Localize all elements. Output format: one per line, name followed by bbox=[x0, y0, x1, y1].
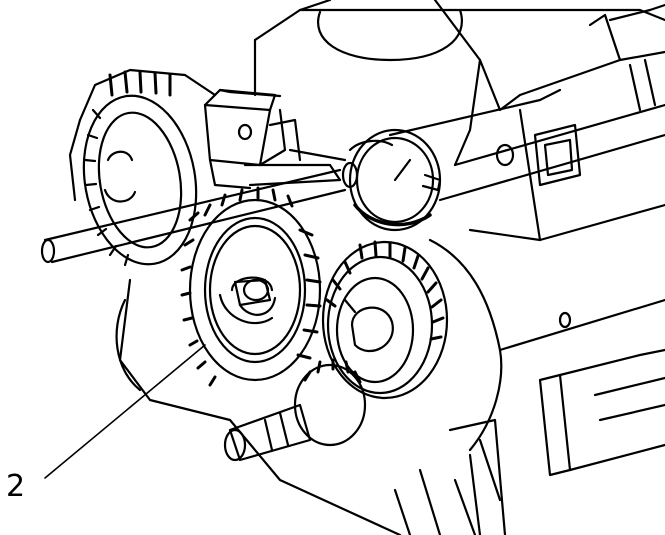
right-gear bbox=[323, 242, 447, 398]
left-sprocket bbox=[70, 70, 215, 273]
lower-gear bbox=[225, 360, 365, 460]
callout-2-label: 2 bbox=[6, 469, 26, 504]
indicator-holder bbox=[205, 90, 345, 188]
large-gear bbox=[182, 188, 320, 385]
engine-block bbox=[117, 0, 665, 535]
callout-2-leader bbox=[45, 345, 205, 478]
dial-indicator bbox=[343, 130, 440, 230]
